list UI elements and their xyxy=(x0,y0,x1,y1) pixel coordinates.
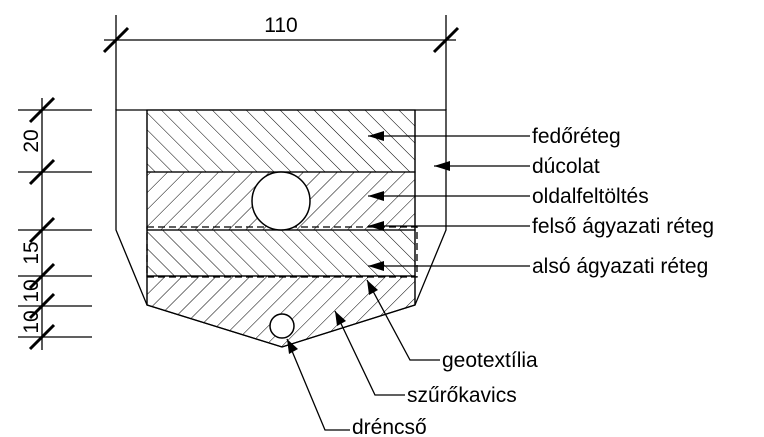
label-shoring: dúcolat xyxy=(532,155,600,178)
leader-lines xyxy=(286,131,530,431)
label-filter-gravel: szűrőkavics xyxy=(407,384,517,407)
drain-pipe xyxy=(269,313,295,339)
width-dimension: 110 xyxy=(102,14,460,110)
filter-gravel-layer xyxy=(146,275,416,348)
depth-lower-bedding-value: 10 xyxy=(20,279,43,302)
depth-cover-value: 20 xyxy=(20,129,43,152)
width-dimension-value: 110 xyxy=(264,14,297,37)
label-geotextile: geotextília xyxy=(442,349,538,372)
label-lower-bedding: alsó ágyazati réteg xyxy=(532,255,708,278)
label-drain-pipe: dréncső xyxy=(352,416,427,437)
depth-gravel-value: 10 xyxy=(20,310,43,333)
label-upper-bedding: felső ágyazati réteg xyxy=(532,215,714,238)
bedding-layer xyxy=(146,229,416,277)
main-pipe xyxy=(251,171,311,231)
label-cover-layer: fedőréteg xyxy=(532,125,621,148)
label-side-fill: oldalfeltöltés xyxy=(532,185,649,208)
depth-upper-bedding-value: 15 xyxy=(20,241,43,264)
depth-dimension-chain: 20 15 10 10 xyxy=(18,96,92,351)
cover-layer xyxy=(146,109,416,173)
